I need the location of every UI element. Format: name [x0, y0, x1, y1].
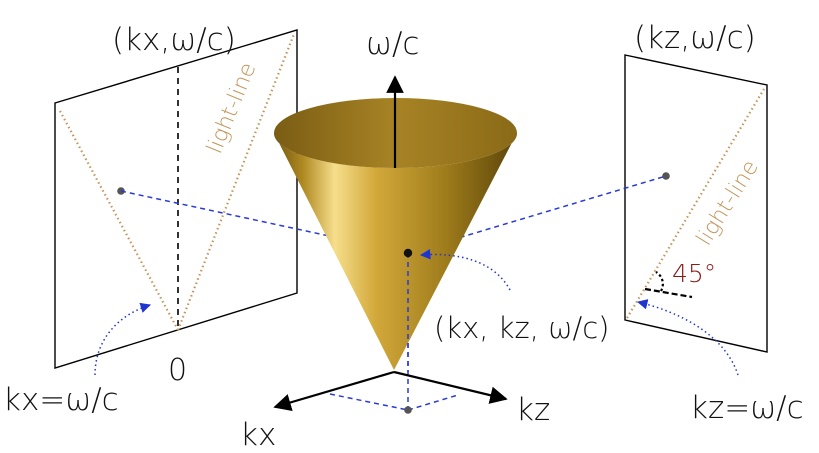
left-plane: light-line (kx,ω/c) 0	[54, 22, 298, 388]
base-dashed-z	[407, 394, 459, 411]
base-point	[404, 406, 412, 414]
right-plane-title: (kz,ω/c)	[634, 20, 756, 56]
kx-axis-label: kx	[240, 417, 276, 453]
kz-axis-label: kz	[516, 392, 550, 428]
left-callout-label: kx=ω/c	[3, 382, 119, 418]
origin-label: 0	[168, 353, 187, 388]
left-light-line-left	[59, 110, 179, 331]
left-callout-arrow	[94, 302, 152, 376]
cone-body	[274, 133, 517, 370]
left-plane-title: (kx,ω/c)	[112, 22, 236, 58]
right-plane-frame	[624, 54, 768, 353]
right-projection-point	[662, 172, 670, 180]
right-callout-arrow	[636, 299, 739, 376]
kx-axis	[273, 370, 395, 411]
right-plane: light-line (kz,ω/c) 45°	[624, 20, 768, 353]
omega-axis-label: ω/c	[366, 26, 419, 62]
point-label: (kx, kz, ω/c)	[434, 311, 609, 345]
right-callout-label: kz=ω/c	[690, 390, 804, 426]
right-light-line-label: light-line	[692, 156, 764, 250]
angle-reference-line	[644, 287, 693, 299]
point-callout-arrow	[419, 249, 511, 291]
left-light-line-right	[176, 33, 296, 331]
cone-point	[403, 248, 413, 258]
left-light-line-label: light-line	[202, 59, 261, 157]
angle-label: 45°	[672, 259, 716, 288]
kz-axis	[393, 370, 508, 404]
angle-arc	[655, 271, 664, 292]
left-plane-frame	[54, 29, 298, 369]
base-dashed-x	[329, 393, 409, 411]
